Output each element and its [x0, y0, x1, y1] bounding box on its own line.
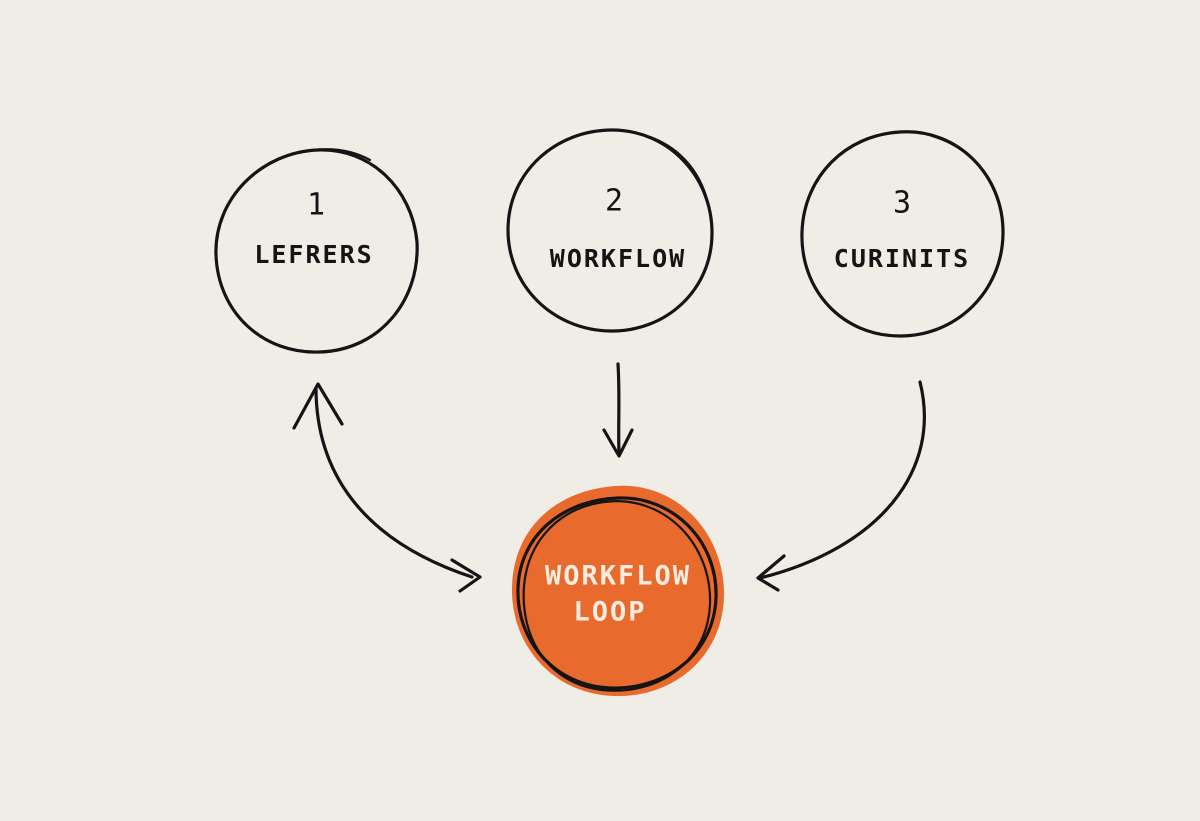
edge-1-line: [314, 386, 474, 579]
edge-1-arrowhead-top: [292, 382, 344, 430]
center-node-outline: [516, 496, 718, 690]
node-1-number: 1: [307, 188, 325, 223]
edge-2-line: [616, 362, 621, 456]
edge-3-arrowhead: [756, 554, 786, 592]
center-node-fill: [511, 485, 724, 697]
node-1-label: LEFRERS: [254, 240, 373, 269]
node-1-circle-overdraw: [298, 148, 372, 162]
node-3-label: CURINITS: [834, 244, 970, 273]
node-1-circle: [214, 148, 419, 354]
center-node-label-line2: LOOP: [573, 597, 646, 628]
node-2-circle-overdraw: [638, 132, 708, 198]
center-node-outline-second: [522, 500, 712, 692]
edge-2-arrowhead: [602, 428, 634, 458]
node-2-number: 2: [605, 184, 623, 219]
node-3-circle-overdraw: [930, 134, 1002, 208]
edge-3-to-center: [756, 380, 926, 592]
node-2-circle: [506, 128, 714, 333]
edge-2-to-center: [602, 362, 634, 458]
node-2-label: WORKFLOW: [550, 244, 686, 273]
node-1: 1 LEFRERS: [214, 148, 419, 354]
edge-3-line: [758, 380, 926, 580]
node-3-number: 3: [893, 186, 911, 221]
node-3: 3 CURINITS: [800, 130, 1005, 338]
center-node: WORKFLOW LOOP: [511, 485, 724, 697]
center-node-label-line1: WORKFLOW: [545, 561, 691, 592]
node-2: 2 WORKFLOW: [506, 128, 714, 333]
node-3-circle: [800, 130, 1005, 338]
edge-1-arrowhead-bottom: [450, 558, 482, 593]
edge-1-to-center: [292, 382, 482, 593]
